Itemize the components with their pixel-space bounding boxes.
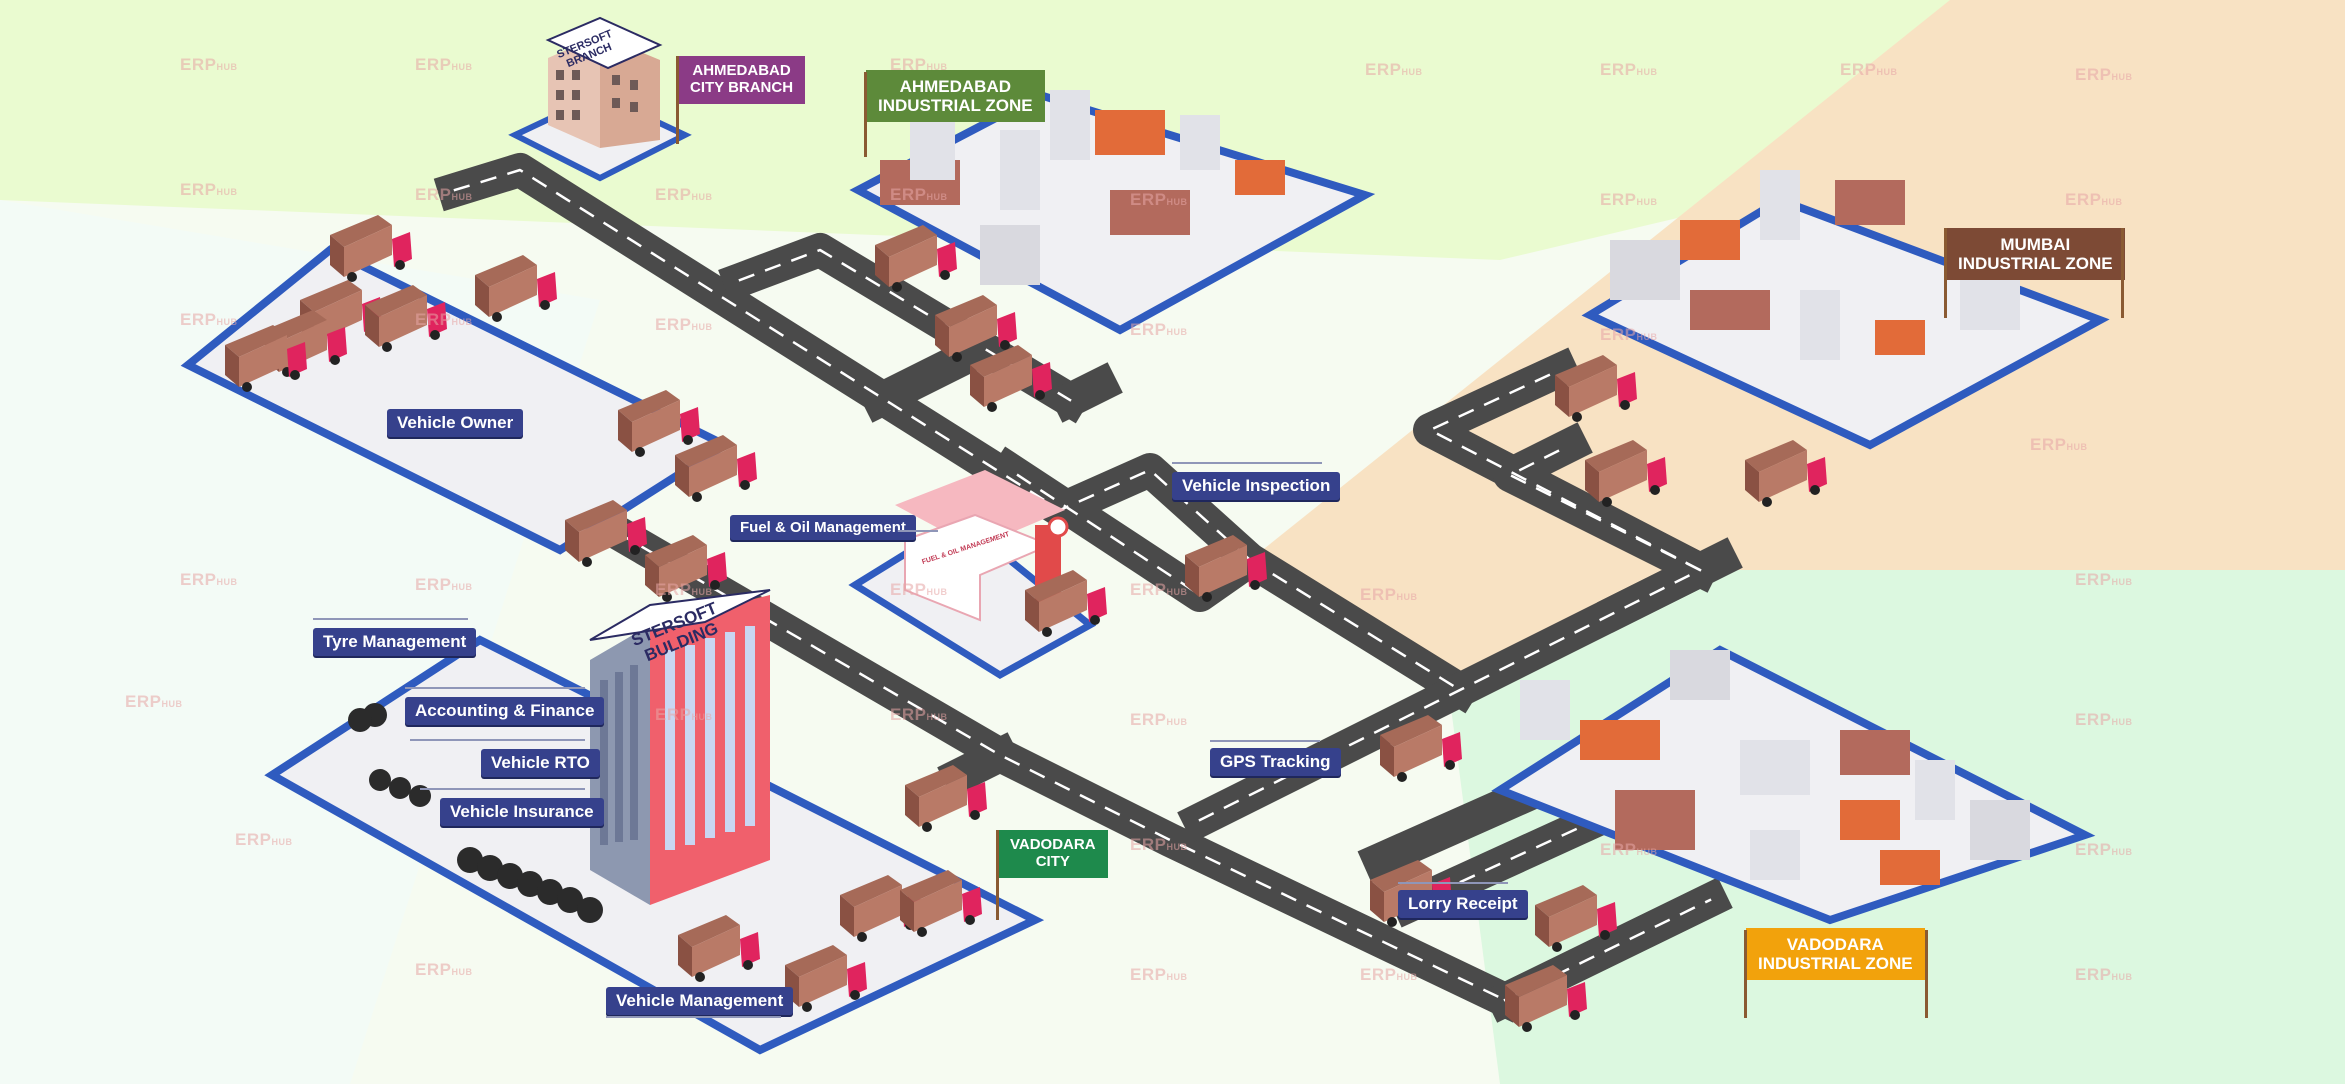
erp-hub-watermark: ERPHUB — [1130, 580, 1188, 599]
stersoft-branch-building — [545, 16, 663, 148]
erp-hub-watermark: ERPHUB — [1360, 585, 1418, 604]
erp-hub-watermark: ERPHUB — [1600, 840, 1658, 859]
erp-hub-watermark: ERPHUB — [1130, 710, 1188, 729]
tyre-stack — [348, 703, 603, 923]
erp-hub-watermark: ERPHUB — [2065, 190, 2123, 209]
erp-hub-watermark: ERPHUB — [890, 580, 948, 599]
label-vehicle-inspection[interactable]: Vehicle Inspection — [1172, 472, 1341, 500]
label-lorry-receipt[interactable]: Lorry Receipt — [1398, 890, 1528, 918]
erp-hub-watermark: ERPHUB — [890, 55, 948, 74]
erp-hub-watermark: ERPHUB — [125, 692, 183, 711]
fuel-station — [895, 470, 1069, 622]
erp-hub-watermark: ERPHUB — [2030, 435, 2088, 454]
erp-hub-watermark: ERPHUB — [655, 185, 713, 204]
erp-hub-watermark: ERPHUB — [1600, 190, 1658, 209]
label-gps-tracking[interactable]: GPS Tracking — [1210, 748, 1341, 776]
erp-hub-watermark: ERPHUB — [415, 960, 473, 979]
erp-hub-watermark: ERPHUB — [1130, 835, 1188, 854]
truck — [1025, 570, 1107, 637]
erp-hub-watermark: ERPHUB — [180, 55, 238, 74]
erp-hub-watermark: ERPHUB — [1130, 190, 1188, 209]
erp-hub-watermark: ERPHUB — [2075, 840, 2133, 859]
erp-hub-watermark: ERPHUB — [180, 570, 238, 589]
erp-hub-watermark: ERPHUB — [1130, 965, 1188, 984]
erp-hub-watermark: ERPHUB — [415, 310, 473, 329]
erp-hub-watermark: ERPHUB — [2075, 965, 2133, 984]
erp-hub-watermark: ERPHUB — [180, 180, 238, 199]
truck — [1585, 440, 1667, 507]
erp-hub-watermark: ERPHUB — [890, 705, 948, 724]
label-accounting-finance[interactable]: Accounting & Finance — [405, 697, 605, 725]
truck — [935, 295, 1017, 362]
truck — [618, 390, 700, 457]
erp-hub-watermark: ERPHUB — [180, 310, 238, 329]
erp-hub-watermark: ERPHUB — [2075, 710, 2133, 729]
erp-hub-watermark: ERPHUB — [655, 315, 713, 334]
erp-hub-watermark: ERPHUB — [1600, 60, 1658, 79]
erp-hub-watermark: ERPHUB — [1840, 60, 1898, 79]
label-vehicle-owner[interactable]: Vehicle Owner — [387, 409, 524, 437]
truck — [565, 500, 647, 567]
factories — [880, 90, 2030, 885]
erp-hub-watermark: ERPHUB — [1360, 965, 1418, 984]
label-fuel-oil-management[interactable]: Fuel & Oil Management — [730, 515, 916, 540]
erp-hub-watermark: ERPHUB — [655, 705, 713, 724]
truck — [1555, 355, 1637, 422]
erp-hub-watermark: ERPHUB — [235, 830, 293, 849]
truck — [330, 215, 412, 282]
truck — [875, 225, 957, 292]
label-vehicle-management[interactable]: Vehicle Management — [606, 987, 794, 1015]
truck — [475, 255, 557, 322]
trucks — [225, 215, 1827, 1032]
truck — [1505, 965, 1587, 1032]
erp-hub-watermark: ERPHUB — [2075, 65, 2133, 84]
truck — [785, 945, 867, 1012]
erp-hub-watermark: ERPHUB — [1600, 325, 1658, 344]
erp-hub-watermark: ERPHUB — [890, 185, 948, 204]
stersoft-hq-building — [589, 589, 771, 905]
label-vehicle-rto[interactable]: Vehicle RTO — [481, 749, 600, 777]
truck — [900, 870, 982, 937]
erp-hub-watermark: ERPHUB — [415, 185, 473, 204]
truck — [645, 535, 727, 602]
truck — [905, 765, 987, 832]
erp-hub-watermark: ERPHUB — [1130, 320, 1188, 339]
erp-hub-watermark: ERPHUB — [1365, 60, 1423, 79]
label-tyre-management[interactable]: Tyre Management — [313, 628, 477, 656]
erp-hub-watermark: ERPHUB — [2075, 570, 2133, 589]
erp-hub-watermark: ERPHUB — [415, 575, 473, 594]
erp-hub-watermark: ERPHUB — [415, 55, 473, 74]
truck — [1535, 885, 1617, 952]
erp-hub-watermark: ERPHUB — [655, 580, 713, 599]
truck — [1380, 715, 1462, 782]
truck — [365, 285, 447, 352]
truck — [970, 345, 1052, 412]
label-vehicle-insurance[interactable]: Vehicle Insurance — [440, 798, 604, 826]
truck — [678, 915, 760, 982]
truck — [675, 435, 757, 502]
truck — [1185, 535, 1267, 602]
truck — [225, 325, 307, 392]
truck — [1745, 440, 1827, 507]
